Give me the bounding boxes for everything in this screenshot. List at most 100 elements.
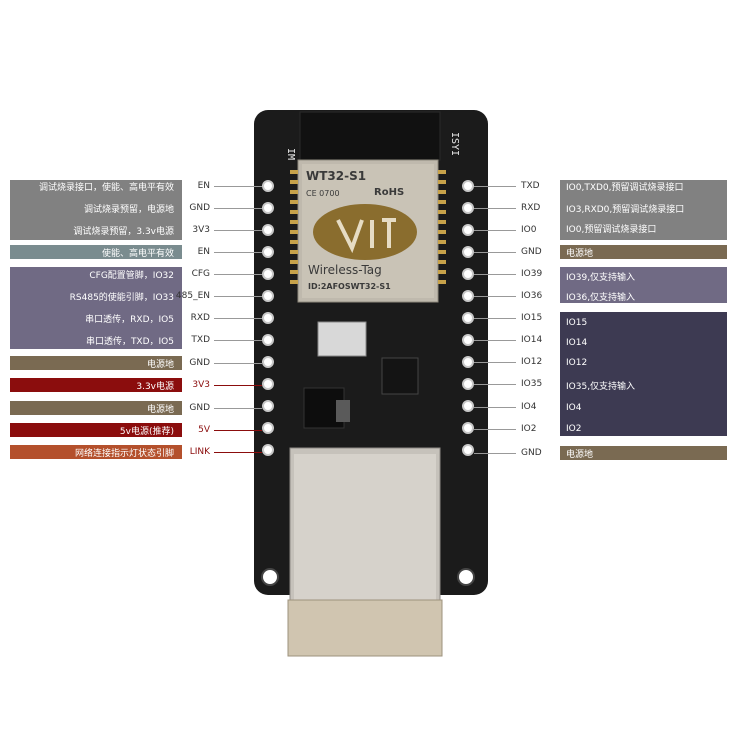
right-desc-12: 电源地 [566, 449, 594, 460]
left-group-3v3 [10, 378, 182, 392]
right-pin-5: IO36 [521, 291, 543, 301]
left-lead-3 [214, 252, 262, 253]
module-ce: CE 0700 [306, 189, 340, 198]
right-pin-12: GND [521, 448, 542, 458]
left-desc-0: 调试烧录接口，使能、高电平有效 [38, 182, 174, 193]
left-lead-9 [214, 385, 262, 386]
right-lead-12 [474, 453, 516, 454]
left-pin-12: LINK [189, 447, 210, 457]
right-pin-9: IO35 [521, 379, 543, 389]
left-desc-11: 5v电源(推荐) [119, 426, 174, 437]
module-rohs: RoHS [374, 187, 405, 198]
right-group-gnd1 [560, 245, 727, 259]
right-pin-8: IO12 [521, 357, 543, 367]
right-desc-3: 电源地 [566, 248, 594, 259]
left-desc-6: 串口透传，RXD，IO5 [85, 314, 174, 325]
left-desc-4: CFG配置管脚，IO32 [89, 270, 174, 281]
module-model: WT32-S1 [306, 169, 367, 183]
left-pin-9: 3V3 [192, 380, 210, 390]
right-pin-4: IO39 [521, 269, 543, 279]
left-lead-7 [214, 340, 262, 341]
right-lead-8 [474, 362, 516, 363]
left-group-link [10, 445, 182, 459]
rj45-mouth [287, 599, 443, 657]
left-group-5v [10, 423, 182, 437]
left-desc-10: 电源地 [146, 404, 174, 415]
svg-text:IM: IM [285, 148, 296, 160]
right-lead-7 [474, 340, 516, 341]
left-desc-1: 调试烧录预留，电源地 [83, 204, 174, 215]
left-lead-1 [214, 208, 262, 209]
left-lead-11 [214, 430, 262, 431]
left-pin-7: TXD [191, 335, 210, 345]
left-desc-8: 电源地 [146, 359, 174, 370]
left-lead-4 [214, 274, 262, 275]
left-desc-12: 网络连接指示灯状态引脚 [74, 448, 174, 459]
right-lead-3 [474, 252, 516, 253]
right-desc-4: IO39,仅支持输入 [566, 272, 636, 283]
left-lead-8 [214, 363, 262, 364]
right-pin-11: IO2 [521, 424, 537, 434]
right-lead-10 [474, 407, 516, 408]
crystal [317, 321, 367, 357]
left-lead-12 [214, 452, 262, 453]
antenna-area [299, 111, 441, 161]
right-lead-6 [474, 318, 516, 319]
right-desc-10: IO4 [566, 403, 582, 413]
right-pin-6: IO15 [521, 313, 543, 323]
left-pin-4: CFG [191, 269, 210, 279]
left-pin-10: GND [189, 403, 210, 413]
right-desc-7: IO14 [566, 338, 588, 348]
left-lead-6 [214, 318, 262, 319]
left-desc-3: 使能、高电平有效 [101, 248, 174, 259]
left-group-config [10, 267, 182, 349]
left-group-debug [10, 180, 182, 240]
right-pin-2: IO0 [521, 225, 537, 235]
right-pin-10: IO4 [521, 402, 537, 412]
right-lead-4 [474, 274, 516, 275]
left-group-enable [10, 245, 182, 259]
right-desc-5: IO36,仅支持输入 [566, 292, 636, 303]
right-desc-2: IO0,预留调试烧录接口 [566, 224, 657, 235]
left-lead-5 [214, 296, 262, 297]
left-pin-3: EN [197, 247, 210, 257]
left-pin-5: 485_EN [175, 291, 210, 301]
right-group-debug [560, 180, 727, 240]
svg-text:ISYI: ISYI [449, 132, 460, 156]
left-lead-0 [214, 186, 262, 187]
right-group-gnd2 [560, 446, 727, 460]
right-lead-0 [474, 186, 516, 187]
right-lead-5 [474, 296, 516, 297]
left-pin-11: 5V [198, 425, 210, 435]
left-desc-5: RS485的使能引脚，IO33 [69, 292, 174, 303]
left-desc-7: 串口透传，TXD，IO5 [85, 336, 174, 347]
left-group-gnd1 [10, 356, 182, 370]
right-pin-7: IO14 [521, 335, 543, 345]
right-desc-8: IO12 [566, 358, 588, 368]
right-desc-1: IO3,RXD0,预留调试烧录接口 [566, 204, 685, 215]
right-desc-9: IO35,仅支持输入 [566, 381, 636, 392]
right-pin-0: TXD [521, 181, 540, 191]
right-lead-11 [474, 429, 516, 430]
right-group-io [560, 312, 727, 436]
left-lead-10 [214, 408, 262, 409]
right-lead-2 [474, 230, 516, 231]
left-desc-2: 调试烧录预留，3.3v电源 [73, 226, 174, 237]
right-lead-1 [474, 208, 516, 209]
left-pin-0: EN [197, 181, 210, 191]
right-group-input [560, 267, 727, 303]
module-brand: Wireless-Tag [308, 263, 382, 277]
left-pin-2: 3V3 [192, 225, 210, 235]
module-fcc-id: ID:2AFOSWT32-S1 [308, 282, 391, 291]
right-lead-9 [474, 384, 516, 385]
right-pin-1: RXD [521, 203, 541, 213]
right-desc-0: IO0,TXD0,预留调试烧录接口 [566, 182, 684, 193]
wireless-tag-logo-icon [313, 204, 417, 260]
right-pin-3: GND [521, 247, 542, 257]
left-pin-6: RXD [190, 313, 210, 323]
left-desc-9: 3.3v电源 [136, 381, 174, 392]
left-pin-1: GND [189, 203, 210, 213]
right-desc-6: IO15 [566, 318, 588, 328]
phy-chip [381, 357, 419, 395]
